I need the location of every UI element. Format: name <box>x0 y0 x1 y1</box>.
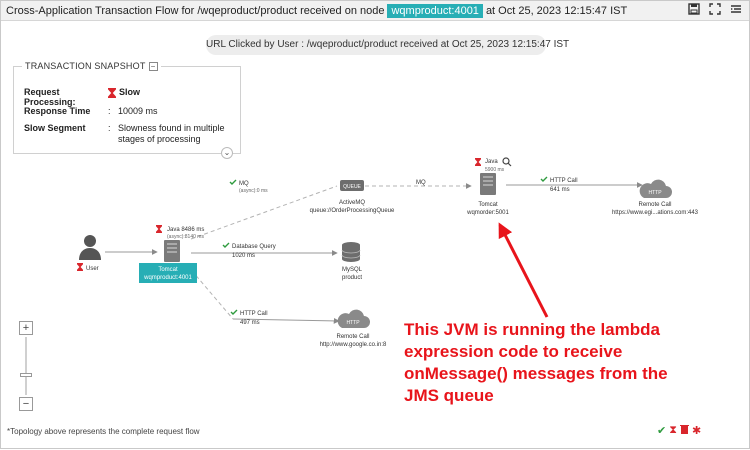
snapshot-label: Slow Segment <box>24 123 86 133</box>
tomcat-order-tech: Java <box>485 159 498 165</box>
transaction-snapshot-panel: TRANSACTION SNAPSHOT − Request Processin… <box>13 61 241 154</box>
annotation-callout: This JVM is running the lambda expressio… <box>404 319 749 407</box>
zoom-in-button[interactable]: + <box>19 321 33 335</box>
remote-order-label: Remote Call <box>638 202 671 208</box>
snapshot-value: Slowness found in multiple stages of pro… <box>118 123 225 144</box>
db-edge-ms: 1020 ms <box>232 253 255 259</box>
check-icon[interactable]: ✔ <box>657 425 667 437</box>
mysql-db: product <box>342 275 362 281</box>
snapshot-title: TRANSACTION SNAPSHOT <box>25 61 146 71</box>
tomcat-order-node: wqmorder:5001 <box>466 210 509 216</box>
status-legend: ✔ ⧗ ✱ <box>657 424 701 437</box>
snapshot-value: 10009 ms <box>118 106 158 116</box>
tomcat-order-label: Tomcat <box>478 202 498 208</box>
tomcat-main-node: wqmproduct:4001 <box>143 275 192 281</box>
url-clicked-banner: URL Clicked by User : /wqeproduct/produc… <box>206 35 569 55</box>
db-edge-label: Database Query <box>232 244 276 250</box>
http-google-ms: 497 ms <box>240 320 260 326</box>
collapse-icon[interactable]: − <box>148 61 158 71</box>
check-icon <box>222 242 230 248</box>
trash-icon[interactable] <box>679 424 689 437</box>
save-icon[interactable] <box>687 3 701 17</box>
queue-icon[interactable] <box>340 180 364 191</box>
queue-badge: QUEUE <box>343 184 361 190</box>
topology-footnote: *Topology above represents the complete … <box>7 427 200 436</box>
tomcat-main-badge[interactable] <box>139 263 197 283</box>
edge-mq-async <box>190 185 338 240</box>
mysql-label: MySQL <box>342 267 363 273</box>
edge-http-google <box>186 264 234 320</box>
search-icon[interactable] <box>502 157 512 167</box>
zoom-out-button[interactable]: − <box>19 397 33 411</box>
mq-edge-label: MQ <box>239 181 249 187</box>
cloud-http-badge: HTTP <box>648 190 662 196</box>
snapshot-heading: TRANSACTION SNAPSHOT − <box>22 61 161 71</box>
mq-edge-async: (async):0 ms <box>239 188 268 194</box>
bug-icon[interactable]: ✱ <box>691 425 702 437</box>
title-bar: Cross-Application Transaction Flow for /… <box>1 1 749 21</box>
zoom-control: + − <box>19 321 33 411</box>
expand-icon[interactable] <box>708 3 722 17</box>
check-icon <box>540 176 548 182</box>
cloud-http-badge: HTTP <box>346 320 360 326</box>
edge-http-google-2 <box>232 317 340 324</box>
http-order-ms: 641 ms <box>550 187 570 193</box>
annotation-line: expression code to receive <box>404 342 623 361</box>
mq-edge2-label: MQ <box>416 180 426 186</box>
remote-order-url: https://www.egi...ations.com:443 <box>612 210 699 216</box>
slow-hourglass-icon <box>108 87 116 98</box>
database-icon[interactable] <box>341 242 361 262</box>
remote-google-url: http://www.google.co.in:8 <box>320 342 387 348</box>
chevron-down-icon[interactable]: ⌄ <box>221 147 233 159</box>
annotation-line: onMessage() messages from the <box>404 364 668 383</box>
list-menu-icon[interactable] <box>729 3 743 17</box>
title-prefix: Cross-Application Transaction Flow for /… <box>6 4 385 17</box>
slow-hourglass-icon <box>156 225 162 233</box>
tomcat-order-ms: 5900 ms <box>485 167 505 173</box>
annotation-arrow <box>498 222 549 318</box>
queue-label: ActiveMQ <box>339 200 365 206</box>
cloud-icon[interactable] <box>337 309 370 328</box>
annotation-line: JMS queue <box>404 386 494 405</box>
node-chip: wqmproduct:4001 <box>387 3 483 18</box>
snapshot-label: Response Time <box>24 106 91 116</box>
slow-hourglass-icon <box>475 158 481 166</box>
check-icon <box>229 179 237 185</box>
snapshot-label: Request Processing: <box>24 87 76 107</box>
user-label: User <box>86 266 99 272</box>
zoom-slider-handle[interactable] <box>20 373 32 377</box>
snapshot-value: Slow <box>108 87 232 98</box>
tomcat-main-label: Tomcat <box>158 267 178 273</box>
tomcat-main-async: (async):8140 ms <box>167 234 204 240</box>
queue-name: queue://OrderProcessingQueue <box>310 208 395 214</box>
cloud-icon[interactable] <box>639 179 672 198</box>
user-icon[interactable] <box>79 235 101 260</box>
slow-hourglass-icon <box>77 263 83 271</box>
remote-google-label: Remote Call <box>336 334 369 340</box>
http-google-label: HTTP Call <box>240 311 268 317</box>
annotation-line: This JVM is running the lambda <box>404 320 660 339</box>
server-icon[interactable] <box>164 240 180 262</box>
hourglass-icon[interactable]: ⧗ <box>669 424 677 436</box>
tomcat-main-tech: Java 8486 ms <box>167 227 204 233</box>
http-order-label: HTTP Call <box>550 178 578 184</box>
title-suffix: at Oct 25, 2023 12:15:47 IST <box>485 4 628 17</box>
title-toolbar <box>687 3 743 17</box>
processing-status: Slow <box>119 87 141 97</box>
check-icon <box>230 309 238 315</box>
zoom-track[interactable] <box>25 337 27 395</box>
server-icon[interactable] <box>480 173 496 195</box>
